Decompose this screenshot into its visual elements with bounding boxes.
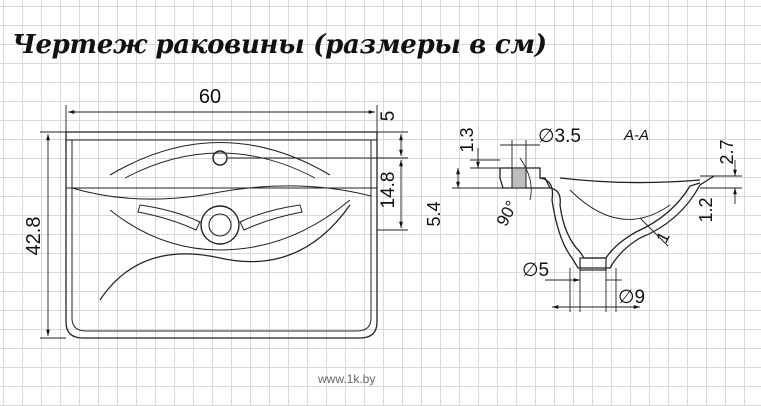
hole-to-front-label: 14.8: [378, 172, 399, 209]
bowl-wave-back: [109, 199, 351, 251]
drain-inner-diameter-label: ∅5: [522, 260, 549, 281]
overflow-slot-right: [239, 204, 303, 231]
section-view: [499, 167, 715, 271]
section-bowl-curve: [559, 177, 701, 184]
bowl-lip-label: 1.2: [696, 197, 716, 222]
section-tap-hole: [511, 167, 527, 189]
overflow-slot-left: [137, 204, 201, 231]
depth-label: 42.8: [23, 217, 45, 256]
sink-outline: [65, 131, 378, 339]
deck-arch: [109, 141, 331, 176]
section-dimension-labels: A-A ∅3.5 1.3 5.4 90° 2.7 1.2 1 ∅5 ∅9: [424, 126, 737, 308]
section-outer-shell: [539, 175, 715, 269]
section-label: A-A: [623, 127, 649, 144]
drain-outer-diameter-label: ∅9: [618, 287, 645, 308]
rim-to-hole-label: 5: [378, 111, 399, 122]
wall-thickness-leader: [639, 217, 669, 247]
plan-dimension-labels: 60 42.8 5 14.8: [23, 86, 399, 255]
section-bowl-inner: [569, 189, 671, 220]
rim-height-right-label: 2.7: [717, 139, 737, 164]
sink-inner-outline: [71, 139, 372, 332]
section-inner-shell: [549, 182, 701, 259]
tap-hole-diameter-label: ∅3.5: [538, 126, 581, 147]
plan-dimensions: [40, 105, 408, 339]
bowl-wave-front: [99, 204, 351, 301]
section-drain: [579, 257, 607, 271]
deck-arch-inner: [124, 152, 316, 179]
deck-height-label: 5.4: [424, 201, 444, 226]
angle-arc: [519, 157, 532, 201]
bowl-rim: [71, 185, 372, 200]
tap-hole: [212, 150, 228, 166]
angle-label: 90°: [493, 198, 522, 230]
wall-thickness-label: 1: [653, 229, 674, 246]
watermark: www.1k.by: [318, 372, 376, 386]
section-deck: [499, 167, 552, 189]
drain-inner: [208, 213, 232, 237]
rim-height-left-label: 1.3: [457, 127, 477, 152]
section-dimensions: [452, 140, 742, 312]
plan-view: [65, 131, 378, 339]
drawing-title: Чертеж раковины (размеры в см): [12, 30, 547, 60]
drain-outer: [200, 205, 240, 245]
width-label: 60: [199, 86, 221, 108]
